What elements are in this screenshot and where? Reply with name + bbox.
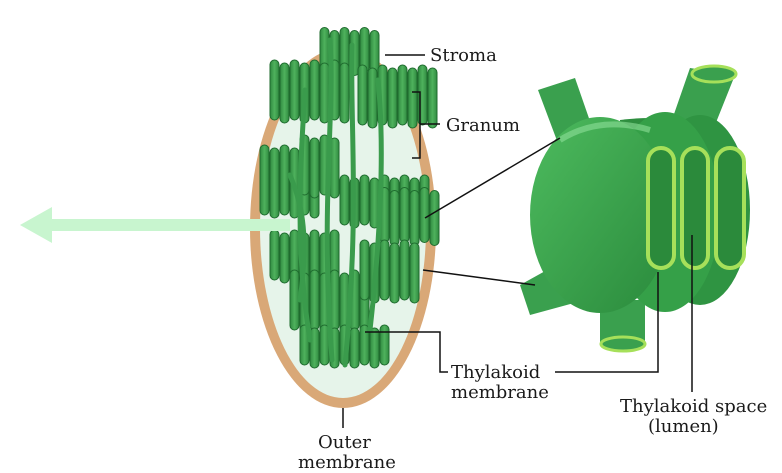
- chloroplast: [250, 28, 439, 409]
- thylakoid-membrane-label-1: Thylakoid: [451, 362, 540, 383]
- thylakoid-disc: [380, 325, 389, 365]
- thylakoid-space-label-1: Thylakoid space: [620, 396, 767, 417]
- thylakoid-lumen-sections: [648, 148, 744, 268]
- thylakoid-disc: [390, 243, 399, 303]
- thylakoid-disc: [390, 191, 399, 246]
- thylakoid-disc: [430, 191, 439, 246]
- stroma-tube-top-right-end: [692, 66, 736, 82]
- thylakoid-disc: [410, 243, 419, 303]
- thylakoid-disc: [340, 63, 349, 123]
- thylakoid-disc: [270, 230, 279, 280]
- granum-3d-stack: [520, 66, 750, 351]
- stroma-tube-bottom-end: [601, 337, 645, 351]
- thylakoid-disc: [270, 148, 279, 218]
- thylakoid-disc: [260, 145, 269, 215]
- outer-membrane-label-1: Outer: [318, 432, 371, 453]
- outer-membrane-label-2: membrane: [298, 452, 396, 473]
- thylakoid-membrane-label-2: membrane: [451, 382, 549, 403]
- thylakoid-disc: [428, 68, 437, 128]
- thylakoid-disc: [280, 145, 289, 215]
- left-arrow-icon: [20, 207, 290, 243]
- thylakoid-disc: [368, 68, 377, 128]
- thylakoid-disc: [358, 65, 367, 125]
- thylakoid-disc: [408, 68, 417, 128]
- zoom-line-bottom: [423, 270, 535, 285]
- thylakoid-disc: [290, 60, 299, 120]
- thylakoid-disc: [340, 175, 349, 225]
- thylakoid-disc: [280, 233, 289, 283]
- thylakoid-disc: [420, 188, 429, 243]
- thylakoid-disc: [380, 240, 389, 300]
- thylakoid-disc: [370, 328, 379, 368]
- thylakoid-disc: [310, 60, 319, 120]
- thylakoid-disc: [400, 188, 409, 243]
- thylakoid-disc: [280, 63, 289, 123]
- granum-label: Granum: [446, 115, 520, 136]
- thylakoid-disc: [410, 191, 419, 246]
- thylakoid-space-label-2: (lumen): [648, 416, 719, 437]
- thylakoid-disc: [320, 63, 329, 123]
- thylakoid-disc: [270, 60, 279, 120]
- thylakoid-disc: [310, 138, 319, 198]
- thylakoid-disc: [350, 328, 359, 368]
- thylakoid-disc: [400, 240, 409, 300]
- thylakoid-disc: [398, 65, 407, 125]
- thylakoid-disc: [360, 325, 369, 365]
- thylakoid-disc: [310, 270, 319, 330]
- thylakoid-disc: [360, 240, 369, 300]
- stroma-label: Stroma: [430, 45, 497, 66]
- thylakoid-disc: [360, 175, 369, 225]
- thylakoid-disc: [388, 68, 397, 128]
